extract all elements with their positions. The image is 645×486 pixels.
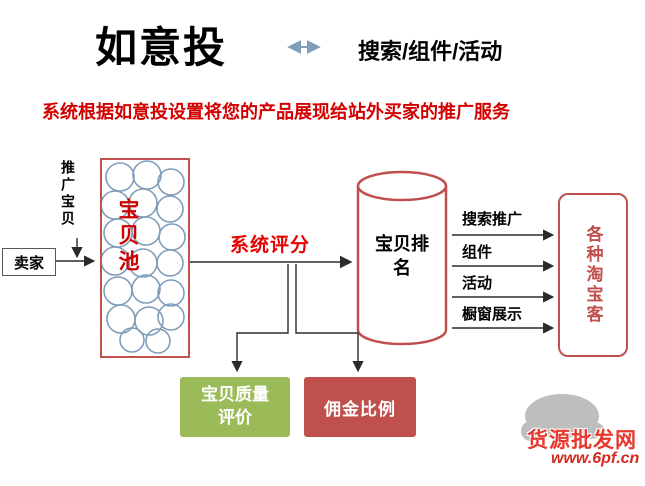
taoke-target-box: 各种淘宝客 [558,193,628,357]
ranking-label: 宝贝排名 [375,234,429,279]
commission-ratio-label: 佣金比例 [324,399,396,419]
score-to-quality-connector-icon [231,264,289,373]
promote-label: 推广宝贝 [60,160,76,228]
channel-label-search: 搜索推广 [462,211,523,228]
quality-evaluation-box: 宝贝质量评价 [180,377,290,437]
commission-ratio-box: 佣金比例 [304,377,416,437]
page-title: 如意投 [95,24,228,71]
watermark-site-url: www.6pf.cn [551,450,640,467]
channel-label-activity: 活动 [462,275,493,292]
pool-label: 宝贝池 [116,198,139,276]
seller-box: 卖家 [2,248,56,276]
subtitle: 系统根据如意投设置将您的产品展现给站外买家的推广服务 [42,102,510,122]
header-right-text: 搜索/组件/活动 [358,39,503,64]
taoke-target-label: 各种淘宝客 [583,225,603,325]
channel-label-showcase: 橱窗展示 [462,306,523,323]
score-to-commission-connector-icon [295,264,364,373]
quality-evaluation-label: 宝贝质量评价 [201,385,269,427]
watermark-site-name: 货源批发网 [527,429,637,452]
channel-label-component: 组件 [462,244,493,261]
product-pool-box [100,158,190,358]
seller-label: 卖家 [13,254,44,272]
ranking-cylinder-icon [356,170,448,346]
system-score-label: 系统评分 [230,235,311,256]
watermark-logo-icon [521,394,604,441]
